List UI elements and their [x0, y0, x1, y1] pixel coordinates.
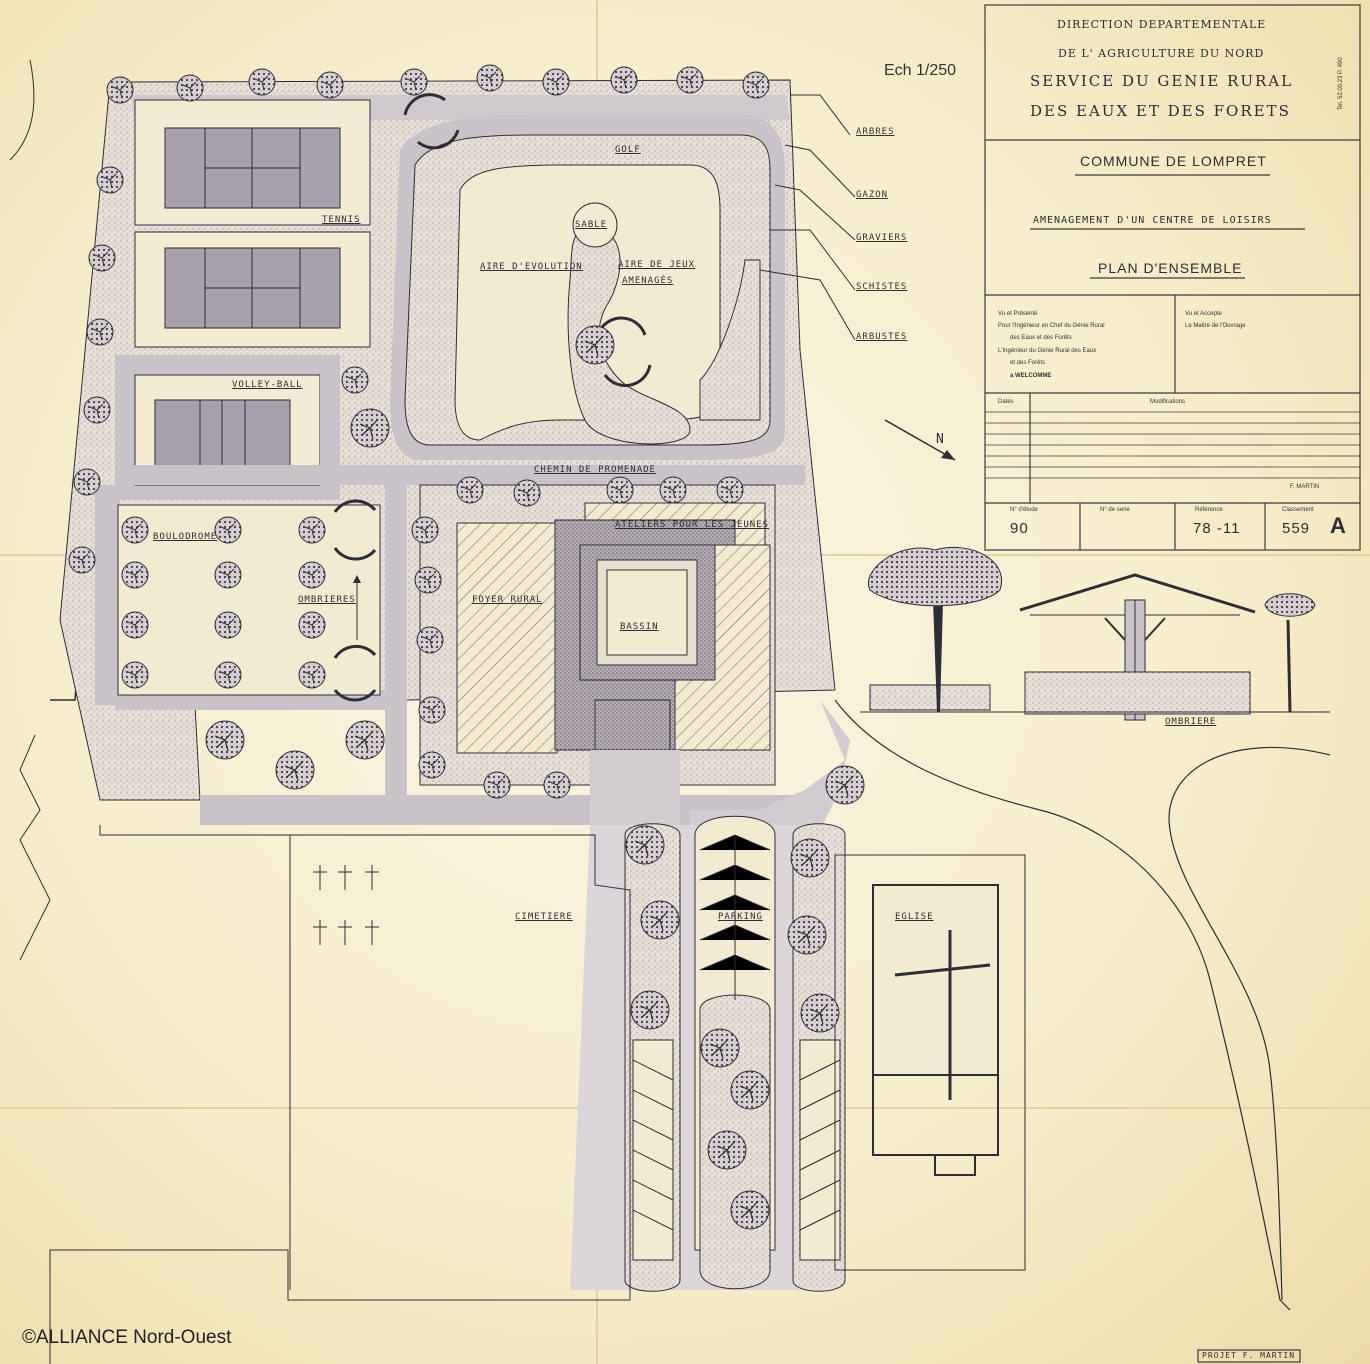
author-signature: F. MARTIN	[1290, 484, 1320, 490]
a-welcomme: a WELCOMME	[1010, 373, 1052, 379]
maitre-ouvrage: Le Maitre de l'Ouvrage	[1185, 323, 1246, 329]
label-ombriere-elevation: OMBRIERE	[1165, 717, 1217, 727]
legend-schistes: SCHISTES	[856, 282, 908, 292]
label-chemin: CHEMIN DE PROMENADE	[534, 465, 656, 475]
et-forets: et des Forêts	[1010, 360, 1046, 366]
project-author: PROJET F. MARTIN	[1202, 1351, 1296, 1360]
ingenieur: L'Ingénieur du Génie Rural des Eaux	[998, 348, 1097, 354]
vu-accepte: Vu et Accepte	[1185, 311, 1222, 317]
plan-title: PLAN D'ENSEMBLE	[1098, 260, 1243, 276]
title-line-4: DES EAUX ET DES FORETS	[1030, 102, 1291, 120]
label-parking: PARKING	[718, 912, 763, 922]
north-label: N	[936, 432, 945, 447]
legend-arbres: ARBRES	[856, 127, 895, 137]
ombriere-elevation	[860, 546, 1330, 721]
serie-label: N° de serie	[1100, 507, 1130, 513]
label-aire-jeux: AIRE DE JEUX	[618, 260, 696, 270]
title-side-ref: Tel. 52.00.23 P. 490	[1338, 57, 1344, 110]
title-line-3: SERVICE DU GENIE RURAL	[1030, 72, 1294, 90]
legend-arbustes: ARBUSTES	[856, 332, 908, 342]
vu-presente: Vu et Présenté	[998, 311, 1038, 317]
classement-letter: A	[1330, 513, 1347, 538]
etude-value: 90	[1010, 520, 1029, 537]
label-sable: SABLE	[575, 220, 608, 230]
legend-graviers: GRAVIERS	[856, 233, 908, 243]
label-golf: GOLF	[615, 145, 641, 155]
reference-label: Référence	[1195, 507, 1223, 513]
label-cimetiere: CIMETIERE	[515, 912, 573, 922]
legend-gazon: GAZON	[856, 190, 889, 200]
label-aire-evolution: AIRE D'EVOLUTION	[480, 262, 583, 272]
label-boulodrome: BOULODROME	[153, 532, 218, 542]
modifications-label: Modifications	[1150, 399, 1186, 405]
classement-label: Classement	[1282, 507, 1314, 513]
commune-name: COMMUNE DE LOMPRET	[1080, 153, 1267, 169]
label-volley: VOLLEY-BALL	[232, 380, 303, 390]
des-eaux: des Eaux et des Forêts	[1010, 335, 1072, 341]
label-amenages: AMENAGÉS	[622, 276, 674, 286]
scale-label: Ech 1/250	[884, 62, 957, 79]
label-eglise: EGLISE	[895, 912, 934, 922]
pour-ingenieur: Pour l'Ingénieur en Chef du Génie Rural	[998, 323, 1105, 329]
label-foyer: FOYER RURAL	[472, 595, 543, 605]
etude-label: N° d'étude	[1010, 507, 1038, 513]
reference-value: 78 -11	[1193, 520, 1241, 537]
label-ateliers: ATELIERS POUR LES JEUNES	[615, 520, 770, 530]
title-line-2: DE L' AGRICULTURE DU NORD	[1058, 47, 1265, 60]
classement-value: 559	[1282, 520, 1311, 537]
label-ombrieres: OMBRIERES	[298, 595, 356, 605]
label-tennis: TENNIS	[322, 215, 361, 225]
project-title: AMENAGEMENT D'UN CENTRE DE LOISIRS	[1033, 215, 1272, 226]
label-bassin: BASSIN	[620, 622, 659, 632]
copyright-notice: ©ALLIANCE Nord-Ouest	[22, 1327, 232, 1348]
dates-label: Dates	[998, 399, 1014, 405]
title-line-1: DIRECTION DEPARTEMENTALE	[1057, 18, 1267, 31]
